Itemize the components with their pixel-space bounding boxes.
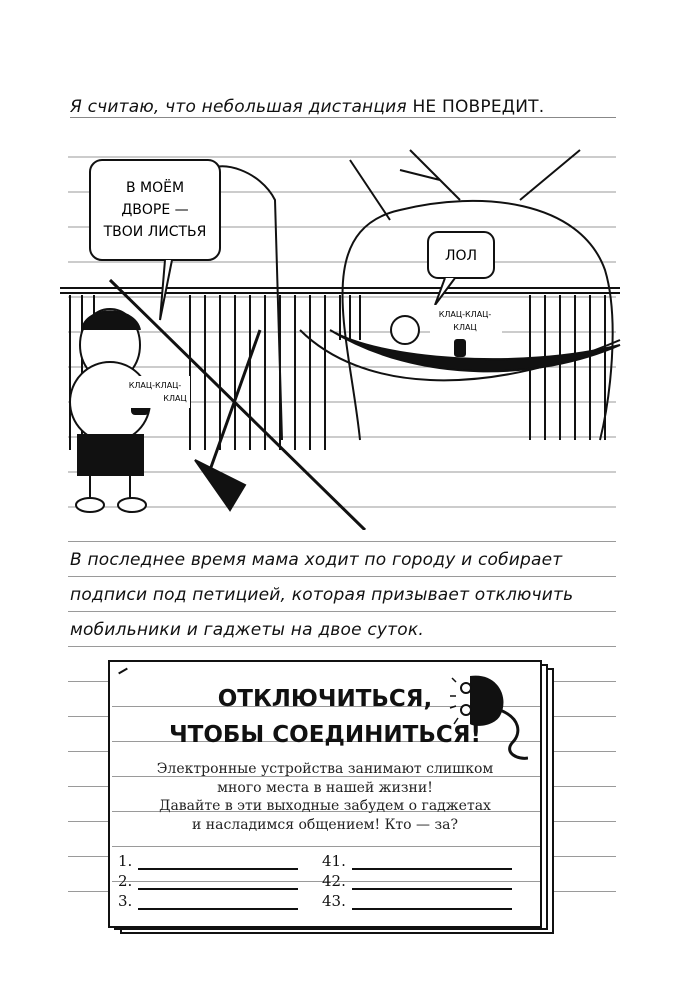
sound-effect-left: КЛАЦ-КЛАЦ- [129, 381, 182, 390]
bubble-left-line: ТВОИ ЛИСТЬЯ [103, 224, 207, 240]
signature-number: 2. [118, 872, 133, 890]
signature-line[interactable]: 42. [322, 872, 512, 890]
sound-effect-right: КЛАЦ [453, 323, 476, 332]
speech-bubble-right: ЛОЛ [427, 231, 495, 306]
intro-text: Я считаю, что небольшая дистанция [70, 97, 413, 117]
petition-body-line: Электронные устройства занимают слишком [156, 761, 494, 777]
bubble-right-text: ЛОЛ [445, 248, 477, 264]
petition-body-line: Давайте в эти выходные забудем о гаджета… [159, 798, 491, 814]
signature-line[interactable]: 43. [322, 892, 512, 910]
speech-bubble-left: В МОЁМ ДВОРЕ — ТВОИ ЛИСТЬЯ [89, 159, 221, 321]
paragraph-line: мобильники и гаджеты на двое суток. [70, 620, 424, 640]
petition-body: Электронные устройства занимают слишком … [110, 760, 540, 834]
signature-line[interactable]: 3. [118, 892, 299, 910]
signature-number: 3. [118, 892, 133, 910]
petition-body-line: и насладимся общением! Кто — за? [192, 816, 458, 833]
bubble-left-line: ДВОРЕ — [121, 202, 188, 218]
intro-line: Я считаю, что небольшая дистанция НЕ ПОВ… [70, 97, 616, 118]
intro-emphasis: НЕ ПОВРЕДИТ. [412, 97, 545, 117]
signature-number: 42. [322, 872, 346, 890]
signature-line[interactable]: 41. [322, 852, 512, 870]
character-right [390, 315, 466, 357]
signature-number: 43. [322, 892, 346, 910]
bubble-left-line: В МОЁМ [126, 178, 184, 196]
petition-title: ОТКЛЮЧИТЬСЯ, [217, 686, 433, 712]
signature-number: 1. [118, 852, 133, 870]
illustration: В МОЁМ ДВОРЕ — ТВОИ ЛИСТЬЯ ЛОЛ КЛАЦ-КЛАЦ… [60, 140, 630, 530]
fence [60, 149, 621, 530]
paragraph-line: В последнее время мама ходит по городу и… [70, 550, 563, 570]
signature-number: 41. [322, 852, 346, 870]
sound-effect-right: КЛАЦ-КЛАЦ- [439, 310, 492, 319]
petition-title: ЧТОБЫ СОЕДИНИТЬСЯ! [169, 722, 481, 748]
paragraph-line: подписи под петицией, которая призывает … [70, 585, 574, 605]
plug-icon [449, 675, 528, 760]
sound-effect-left: КЛАЦ [163, 394, 186, 403]
signature-line[interactable]: 2. [118, 872, 299, 890]
signature-line[interactable]: 1. [118, 852, 299, 870]
petition-body-line: много места в нашей жизни! [217, 779, 433, 796]
